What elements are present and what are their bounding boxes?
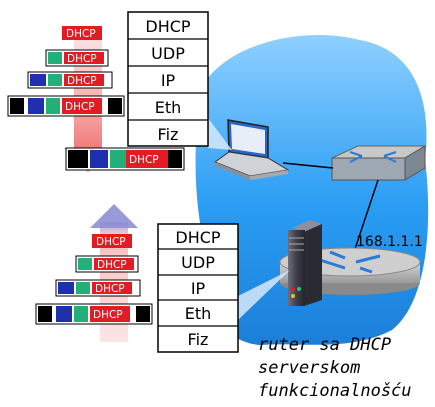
svg-text:DHCP: DHCP bbox=[66, 28, 96, 40]
server-stack-layer: Fiz bbox=[188, 330, 209, 349]
server-stack-layer: IP bbox=[191, 279, 206, 298]
server-stack-callout bbox=[238, 270, 290, 320]
transit-packet: DHCP bbox=[65, 147, 185, 171]
server-icon bbox=[288, 220, 322, 306]
svg-text:DHCP: DHCP bbox=[67, 53, 97, 65]
caption-line: serverskom bbox=[258, 358, 360, 378]
client-stack-layer: Eth bbox=[155, 98, 182, 117]
server-stack-layer: UDP bbox=[181, 253, 215, 272]
link-line bbox=[352, 179, 379, 256]
server-stack-layer: Eth bbox=[185, 304, 212, 323]
server-protocol-stack: DHCP UDP IP Eth Fiz bbox=[157, 223, 239, 353]
caption-line: funkcionalnošću bbox=[258, 381, 412, 401]
client-stack-layer: Fiz bbox=[158, 125, 179, 144]
svg-text:DHCP: DHCP bbox=[95, 283, 125, 295]
client-packet-udp: DHCP bbox=[45, 49, 109, 67]
link-line bbox=[282, 162, 334, 169]
client-protocol-stack: DHCP UDP IP Eth Fiz bbox=[127, 11, 209, 147]
svg-text:DHCP: DHCP bbox=[93, 309, 123, 321]
server-packet-udp: DHCP bbox=[75, 255, 139, 273]
client-stack-layer: UDP bbox=[151, 44, 185, 63]
caption-line: ruter sa DHCP bbox=[258, 335, 391, 355]
svg-text:DHCP: DHCP bbox=[67, 75, 97, 87]
svg-text:DHCP: DHCP bbox=[96, 236, 126, 248]
svg-text:DHCP: DHCP bbox=[97, 259, 127, 271]
server-packet-eth: DHCP bbox=[35, 303, 153, 325]
client-packet-dhcp: DHCP bbox=[62, 26, 102, 40]
client-packet-eth: DHCP bbox=[7, 95, 125, 117]
server-packet-dhcp: DHCP bbox=[92, 234, 132, 248]
laptop-icon bbox=[213, 119, 290, 180]
router-ip-label: 168.1.1.1 bbox=[356, 234, 423, 250]
client-packet-ip: DHCP bbox=[27, 71, 113, 89]
router-caption: ruter sa DHCP serverskom funkcionalnošću bbox=[258, 335, 412, 401]
client-stack-callout bbox=[208, 118, 232, 150]
client-stack-layer: IP bbox=[161, 71, 176, 90]
switch-icon bbox=[331, 145, 427, 181]
client-stack-layer: DHCP bbox=[145, 17, 191, 36]
svg-text:DHCP: DHCP bbox=[129, 154, 159, 166]
svg-text:DHCP: DHCP bbox=[65, 101, 95, 113]
server-packet-ip: DHCP bbox=[55, 279, 141, 297]
server-stack-layer: DHCP bbox=[175, 228, 221, 247]
